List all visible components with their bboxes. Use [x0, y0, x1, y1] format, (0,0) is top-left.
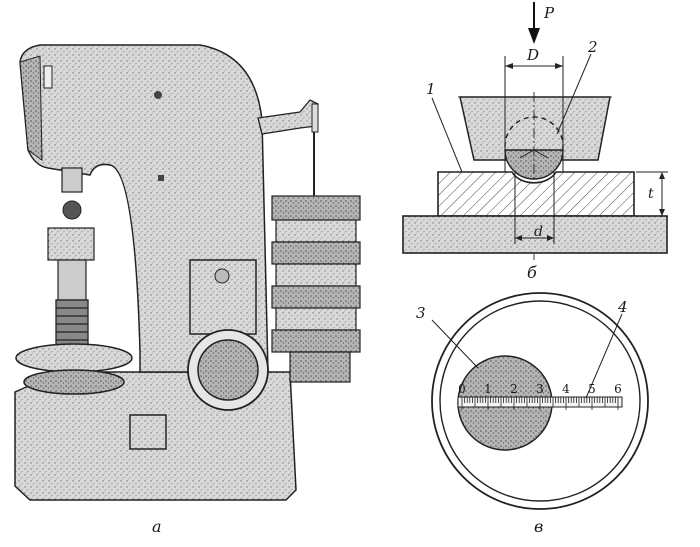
callout-ball: 2	[587, 38, 598, 56]
thickness-label: t	[648, 186, 654, 202]
head-plate	[43, 65, 53, 89]
weight-stack	[271, 195, 361, 383]
panel-b-scheme: P D d t 1	[402, 2, 668, 260]
force-arrow-head	[528, 28, 540, 44]
scale-labels: 0 1 2 3 4 5 6	[458, 382, 622, 396]
d-small-arrow-left	[515, 235, 522, 241]
spindle	[57, 259, 87, 301]
scale-minor-ticks	[461, 397, 619, 410]
force-label: P	[543, 4, 555, 22]
handwheel-lower	[23, 369, 125, 395]
base-nameplate	[129, 414, 167, 450]
scale-tick-label: 3	[536, 382, 544, 396]
caption-b: б	[527, 263, 537, 282]
lever-arm	[257, 99, 319, 135]
dial-window	[197, 339, 259, 401]
knob-icon	[154, 91, 162, 99]
scale-tick-label: 4	[562, 382, 570, 396]
scale-tick-label: 1	[484, 382, 492, 396]
anvil-plate	[402, 215, 668, 254]
scale-tick-label: 6	[614, 382, 622, 396]
indent-diameter-label: D	[526, 46, 539, 64]
d-big-arrow-right	[555, 63, 563, 69]
caption-a: а	[152, 517, 162, 536]
scale-tick-label: 2	[510, 382, 518, 396]
indenter-holder-b	[459, 96, 611, 161]
d-big-arrow-left	[505, 63, 513, 69]
callout-specimen: 1	[426, 80, 436, 98]
t-arrow-top	[659, 172, 665, 179]
indenter-holder	[61, 167, 83, 193]
callout-imprint: 3	[416, 304, 426, 322]
d-small-arrow-right	[547, 235, 554, 241]
callout-1-leader	[431, 97, 463, 173]
lead-screw	[55, 299, 89, 351]
scale-tick-label: 5	[588, 382, 596, 396]
panel-c-eyepiece: 0 1 2 3 4 5 6 3 4	[416, 292, 649, 510]
lever-pin	[311, 103, 319, 133]
imprint-diameter-label: d	[534, 224, 543, 240]
ball-center-marks	[519, 149, 549, 159]
callout-3-leader	[431, 319, 479, 369]
handwheel	[15, 343, 133, 373]
caption-c: в	[534, 517, 543, 536]
t-arrow-bottom	[659, 209, 665, 216]
callout-2-leader	[556, 53, 592, 135]
machine-head-slot	[19, 55, 43, 161]
plate-screw-icon	[214, 268, 230, 284]
callout-4-leader	[585, 313, 623, 399]
anvil-top	[47, 227, 95, 261]
panel-a-machine	[14, 44, 361, 501]
scale-tick-label: 0	[458, 382, 466, 396]
callout-scale: 4	[617, 298, 628, 316]
small-square	[158, 175, 164, 181]
indenter-ball	[62, 200, 82, 220]
